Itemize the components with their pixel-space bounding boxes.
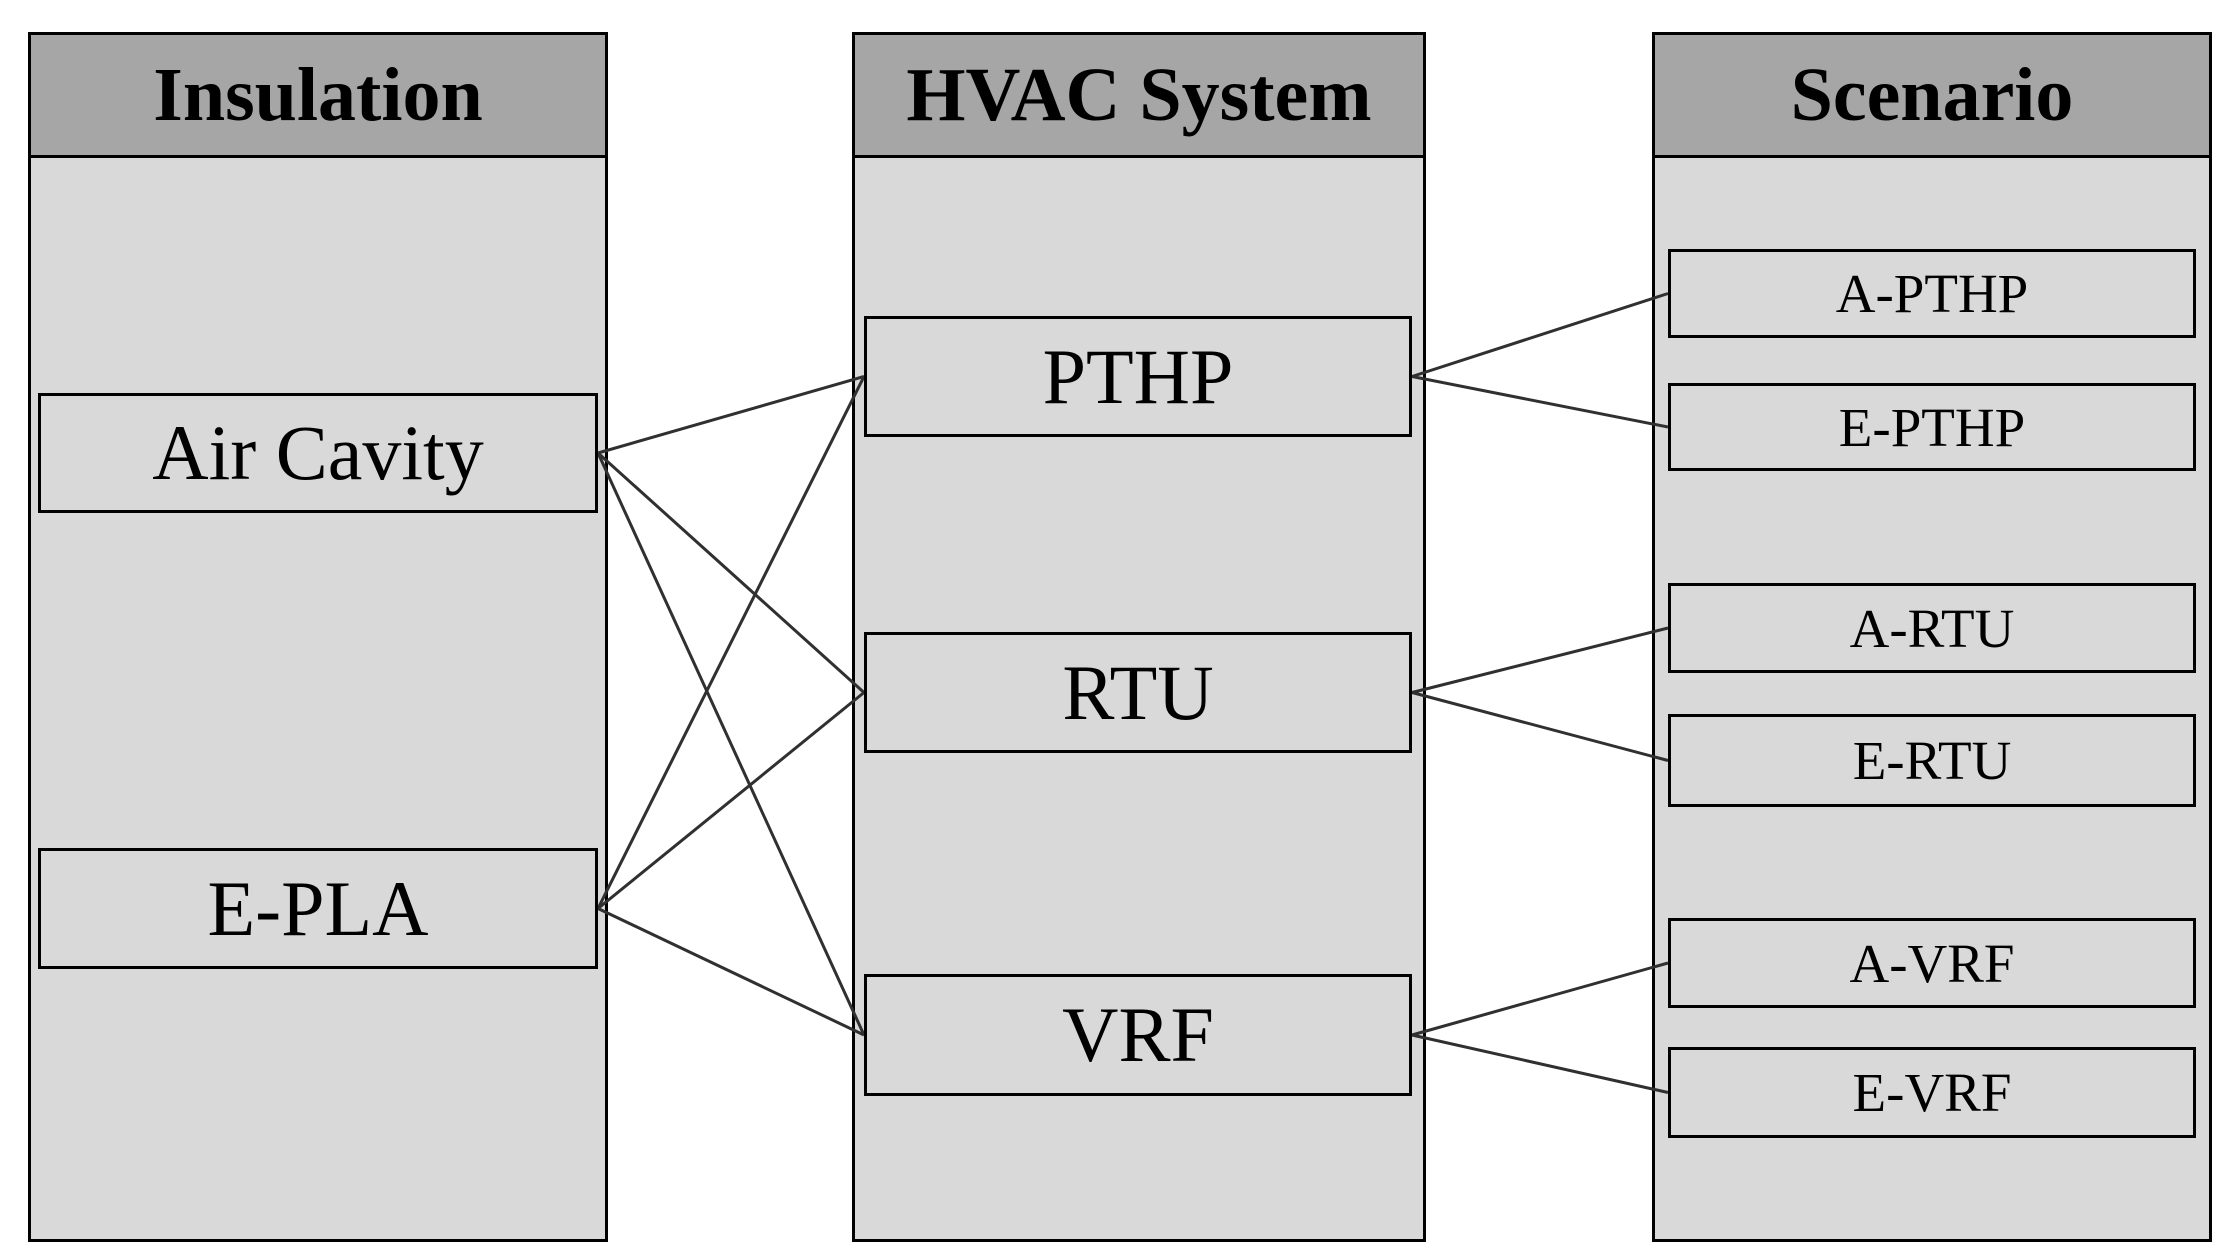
node-a-pthp: A-PTHP [1668, 249, 2196, 338]
node-e-rtu: E-RTU [1668, 714, 2196, 807]
node-e-vrf: E-VRF [1668, 1047, 2196, 1138]
node-rtu: RTU [864, 632, 1412, 753]
node-a-rtu: A-RTU [1668, 583, 2196, 673]
column-header-scenario: Scenario [1655, 35, 2209, 158]
node-e-pla: E-PLA [38, 848, 598, 969]
node-e-pthp: E-PTHP [1668, 383, 2196, 471]
column-insulation: Insulation [28, 32, 608, 1242]
column-header-insulation: Insulation [31, 35, 605, 158]
node-a-vrf: A-VRF [1668, 918, 2196, 1008]
node-vrf: VRF [864, 974, 1412, 1096]
node-pthp: PTHP [864, 316, 1412, 437]
node-air-cavity: Air Cavity [38, 393, 598, 513]
column-header-hvac-system: HVAC System [855, 35, 1423, 158]
